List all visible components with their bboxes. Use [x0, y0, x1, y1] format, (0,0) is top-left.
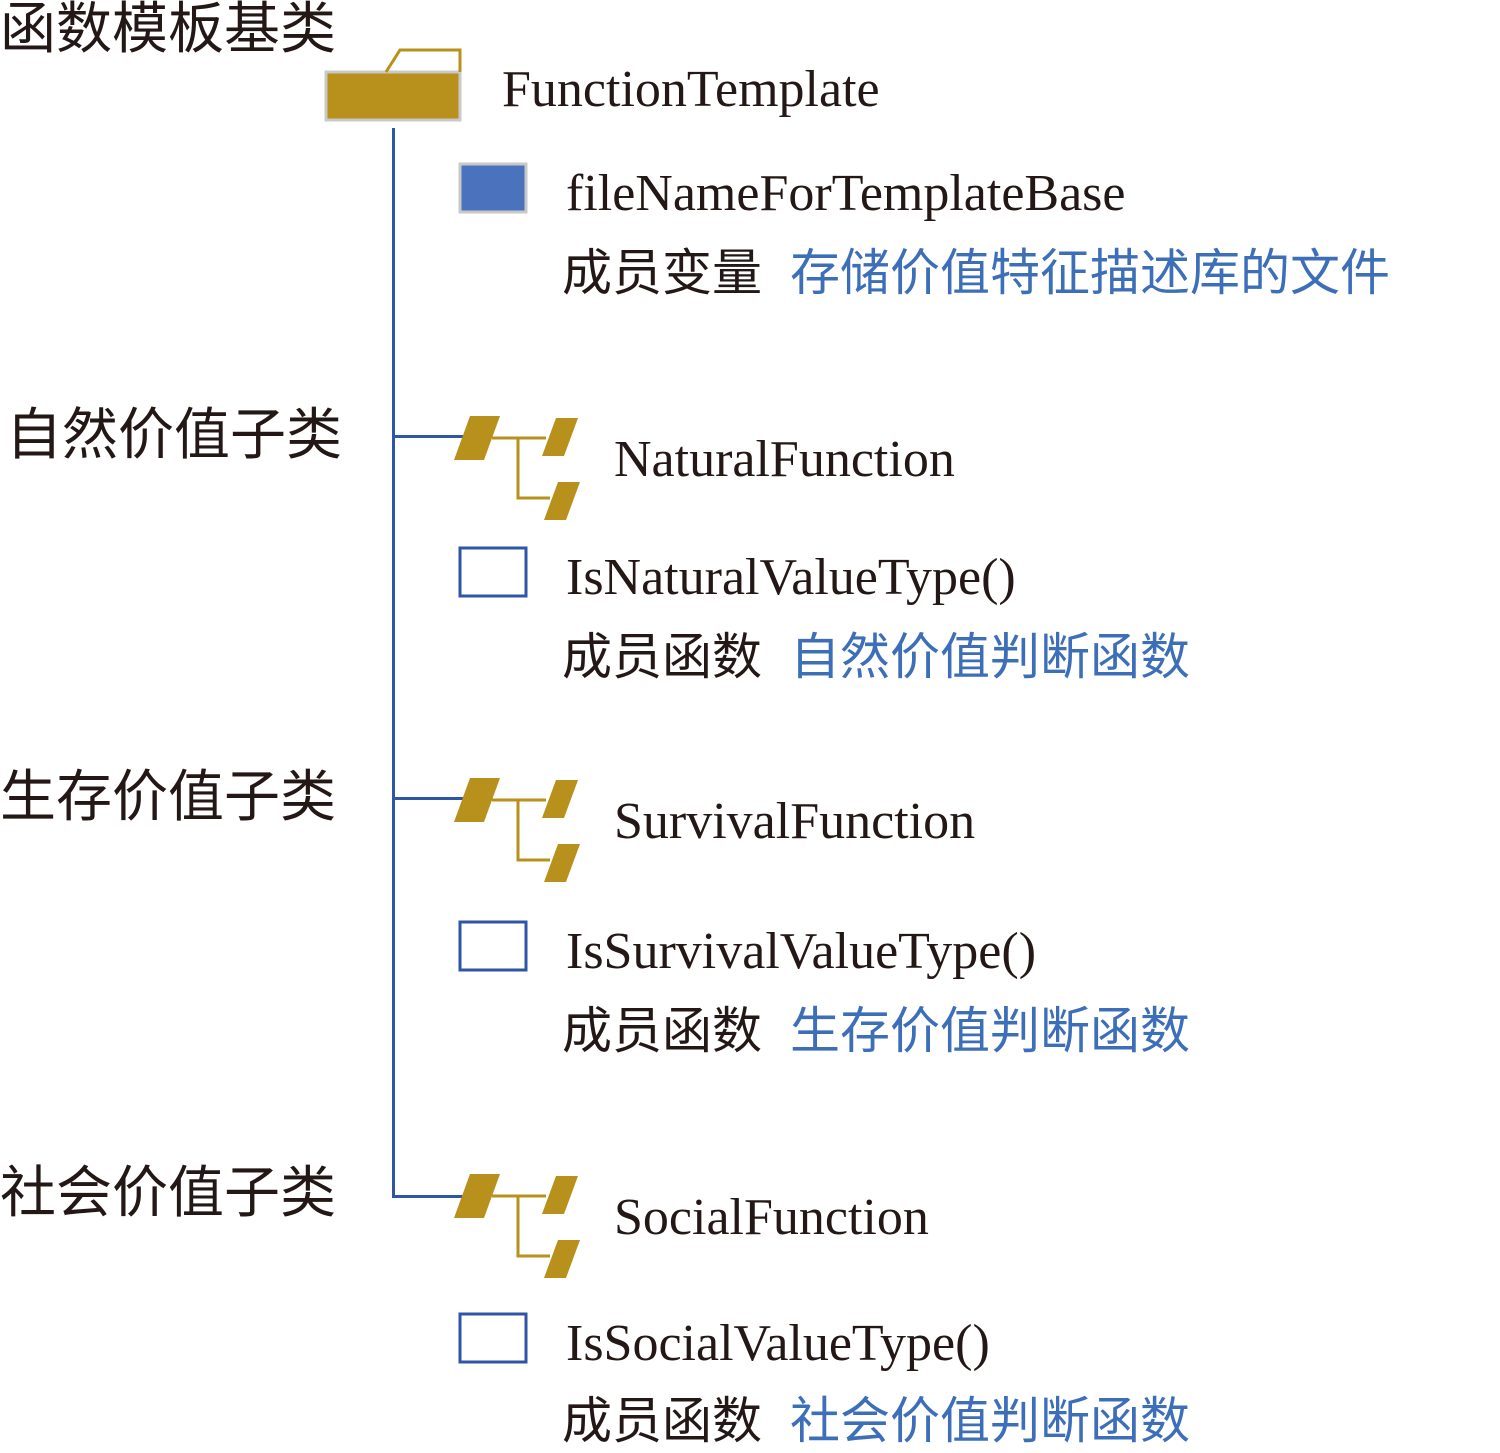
survival-member-name: IsSurvivalValueType()	[566, 923, 1037, 980]
social-member-name: IsSocialValueType()	[566, 1315, 990, 1372]
member-kind-label: 成员函数	[562, 628, 762, 686]
class-hierarchy-icon	[454, 416, 580, 520]
social-class-name: SocialFunction	[614, 1189, 929, 1246]
survival-category-label: 生存价值子类	[0, 765, 336, 830]
natural-class-name: NaturalFunction	[614, 431, 955, 488]
member-function-icon	[458, 1312, 528, 1364]
social-branch-line	[392, 1195, 470, 1198]
member-kind-label: 成员变量	[562, 244, 762, 302]
class-hierarchy-icon	[454, 1174, 580, 1278]
survival-class-name: SurvivalFunction	[614, 793, 976, 850]
member-description: 自然价值判断函数	[790, 628, 1190, 686]
member-kind-label: 成员函数	[562, 1002, 762, 1060]
base-class-name: FunctionTemplate	[502, 61, 880, 118]
natural-member-description-line: 成员函数自然价值判断函数	[562, 632, 1190, 682]
base-member-description-line: 成员变量存储价值特征描述库的文件	[562, 248, 1390, 298]
folder-icon	[324, 48, 462, 122]
member-description: 生存价值判断函数	[790, 1002, 1190, 1060]
member-function-icon	[458, 920, 528, 972]
member-kind-label: 成员函数	[562, 1392, 762, 1450]
class-hierarchy-icon	[454, 778, 580, 882]
base-member-name: fileNameForTemplateBase	[566, 165, 1126, 222]
member-variable-icon	[458, 162, 528, 214]
natural-member-name: IsNaturalValueType()	[566, 549, 1016, 606]
member-description: 存储价值特征描述库的文件	[790, 244, 1390, 302]
survival-branch-line	[392, 797, 470, 800]
social-member-description-line: 成员函数社会价值判断函数	[562, 1396, 1190, 1446]
natural-branch-line	[392, 435, 470, 438]
survival-member-description-line: 成员函数生存价值判断函数	[562, 1006, 1190, 1056]
tree-trunk-line	[392, 128, 395, 1198]
social-category-label: 社会价值子类	[0, 1161, 336, 1226]
base-category-label: 函数模板基类	[0, 0, 336, 62]
member-function-icon	[458, 546, 528, 598]
member-description: 社会价值判断函数	[790, 1392, 1190, 1450]
natural-category-label: 自然价值子类	[6, 403, 342, 468]
